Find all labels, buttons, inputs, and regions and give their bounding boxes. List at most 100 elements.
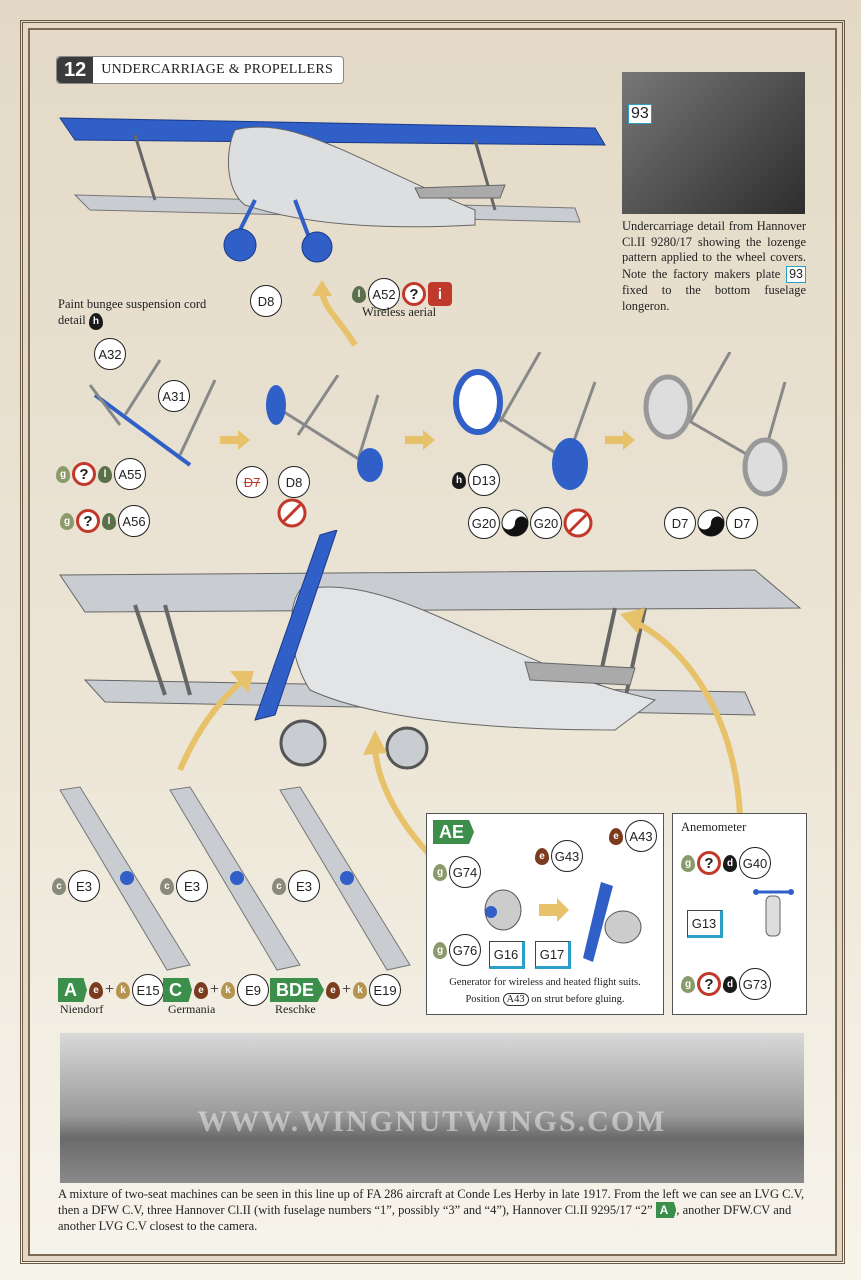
undercarriage-step4-diagram: [643, 352, 788, 497]
paint-drop-c-icon: c: [160, 877, 174, 895]
callout-e9: E9: [237, 974, 270, 1006]
paint-drop-c-icon: c: [52, 877, 66, 895]
undercarriage-step2-diagram: [266, 375, 383, 482]
g20-group: G20 G20: [468, 507, 594, 539]
undercarriage-caption: Undercarriage detail from Hannover Cl.II…: [622, 219, 806, 314]
step-arrow-icon: [405, 430, 435, 450]
paint-drop-g-icon: g: [681, 854, 695, 872]
undercarriage-step1-diagram: [88, 359, 217, 467]
paint-drop-l-icon: l: [352, 285, 366, 303]
callout-a32: A32: [94, 338, 126, 370]
ae-tag: AE: [433, 820, 475, 844]
pair-join-icon: [501, 509, 529, 537]
prop1-tag: A e+ k E15: [58, 974, 165, 1006]
question-icon: ?: [76, 509, 100, 533]
propellers-illustration: [59, 786, 411, 971]
paint-drop-e-icon: e: [609, 827, 623, 845]
version-tag: A: [655, 1202, 677, 1218]
paint-drop-g-icon: g: [433, 941, 447, 959]
prop2-e3: c E3: [160, 870, 208, 902]
callout-g20b: G20: [530, 507, 562, 539]
ae-caption-text-b: on strut before gluing.: [531, 994, 625, 1005]
callout-g17: G17: [535, 941, 571, 969]
anemometer-panel: Anemometer g ? d G40 G13 g ? d G73: [672, 813, 807, 1015]
g76-group: g G76: [433, 934, 481, 966]
callout-e3: E3: [288, 870, 320, 902]
arrow-to-anemometer-icon: [620, 608, 743, 816]
g73-group: g ? d G73: [681, 968, 771, 1000]
top-aircraft-illustration: [59, 117, 606, 263]
callout-g74: G74: [449, 856, 481, 888]
callout-g43: G43: [551, 840, 583, 872]
paint-drop-e-icon: e: [194, 981, 208, 999]
ae-caption-text: Position: [465, 994, 500, 1005]
ae-panel: AE g G74 e G43 e A43 g G76 G16 G17 Gener…: [426, 813, 664, 1015]
info-icon: i: [428, 282, 452, 306]
caption-text-a: Undercarriage detail from Hannover Cl.II…: [622, 219, 806, 281]
paint-drop-k-icon: k: [116, 981, 131, 999]
lineup-caption-text-b: , another DFW.CV and another LVG C.V clo…: [58, 1203, 792, 1233]
a43-group: e A43: [609, 820, 657, 852]
a55-group: g ? l A55: [56, 458, 146, 490]
callout-a55: A55: [114, 458, 146, 490]
prop3-tag: BDE e+ k E19: [270, 974, 402, 1006]
callout-e19: E19: [369, 974, 402, 1006]
callout-g16: G16: [489, 941, 525, 969]
callout-g20a: G20: [468, 507, 500, 539]
version-tag: BDE: [270, 978, 325, 1002]
ae-caption: Generator for wireless and heated flight…: [431, 974, 659, 1008]
callout-g13: G13: [687, 910, 723, 938]
ae-caption-part: A43: [502, 993, 529, 1006]
paint-drop-l-icon: l: [98, 465, 112, 483]
question-icon: ?: [697, 851, 721, 875]
caption-text-b: fixed to the bottom fuselage longeron.: [622, 283, 806, 313]
question-icon: ?: [402, 282, 426, 306]
page-frame: [20, 20, 845, 1264]
g40-group: g ? d G40: [681, 847, 771, 879]
lineup-photo: WWW.WINGNUTWINGS.COM: [60, 1033, 804, 1183]
anemometer-icon: [753, 889, 794, 937]
main-aircraft-illustration: [59, 530, 802, 770]
paint-drop-c-icon: c: [272, 877, 286, 895]
paint-drop-g-icon: g: [60, 512, 74, 530]
section-number: 12: [57, 57, 94, 83]
question-icon: ?: [72, 462, 96, 486]
callout-a43: A43: [625, 820, 657, 852]
callout-a56: A56: [118, 505, 150, 537]
bungee-note: Paint bungee suspension cord detail h: [58, 296, 208, 330]
callout-e3: E3: [68, 870, 100, 902]
paint-drop-e-icon: e: [89, 981, 103, 999]
callout-d8: D8: [250, 285, 282, 317]
d13-group: h D13: [452, 464, 500, 496]
arrow-up-icon: [312, 280, 358, 347]
generator-diagram: [484, 882, 642, 962]
arrow-diag-icon: [177, 671, 254, 772]
undercarriage-photo: 93: [622, 72, 805, 214]
prop3-e3: c E3: [272, 870, 320, 902]
paint-drop-g-icon: g: [681, 975, 695, 993]
section-title: 12 UNDERCARRIAGE & PROPELLERS: [56, 56, 345, 84]
g43-group: e G43: [535, 840, 583, 872]
undercarriage-step3-diagram: [453, 352, 597, 490]
version-tag: C: [163, 978, 192, 1002]
step-arrow-icon: [220, 430, 250, 450]
section-heading: UNDERCARRIAGE & PROPELLERS: [101, 62, 334, 77]
anemometer-title: Anemometer: [681, 820, 747, 834]
callout-g40: G40: [739, 847, 771, 879]
paint-drop-h-icon: h: [452, 471, 466, 489]
callout-d13: D13: [468, 464, 500, 496]
lineup-caption: A mixture of two-seat machines can be se…: [58, 1186, 808, 1234]
callout-d7b: D7: [726, 507, 758, 539]
callout-d7-crossed: D7: [236, 466, 268, 498]
ae-caption-line2: Position A43 on strut before gluing.: [431, 991, 659, 1008]
prop1-name: Niendorf: [60, 1002, 104, 1016]
paint-drop-e-icon: e: [535, 847, 549, 865]
paint-drop-l-icon: l: [102, 512, 116, 530]
callout-g73: G73: [739, 968, 771, 1000]
caption-plate-marker: 93: [786, 265, 806, 283]
question-icon: ?: [697, 972, 721, 996]
a56-group: g ? l A56: [60, 505, 150, 537]
callout-a52: A52: [368, 278, 400, 310]
paint-drop-h-icon: h: [88, 313, 103, 330]
prop3-name: Reschke: [275, 1002, 316, 1016]
